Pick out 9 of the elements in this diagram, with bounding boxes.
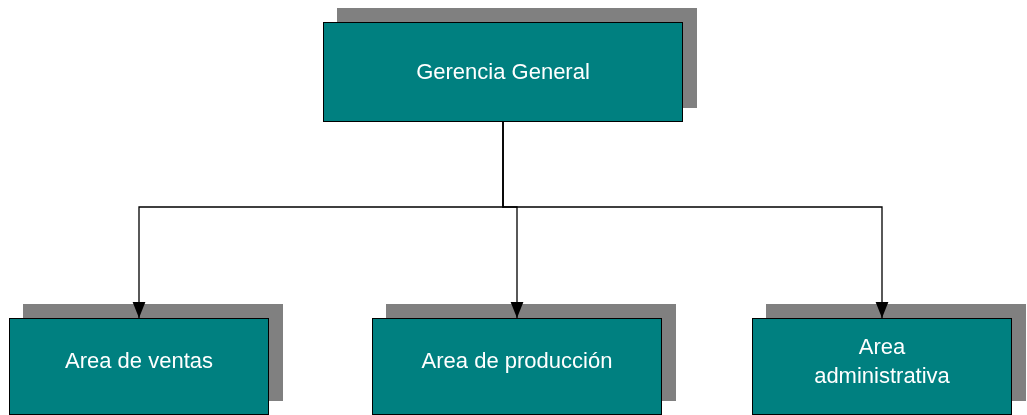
box-label: Area administrativa	[813, 332, 951, 390]
org-box	[323, 22, 683, 122]
org-box	[752, 318, 1012, 415]
box-label: Gerencia General	[416, 57, 590, 86]
box-label: Area de producción	[421, 347, 613, 376]
org-box	[372, 318, 662, 415]
box-label: Area de ventas	[65, 347, 213, 376]
org-box	[9, 318, 269, 415]
arrow	[502, 121, 889, 319]
